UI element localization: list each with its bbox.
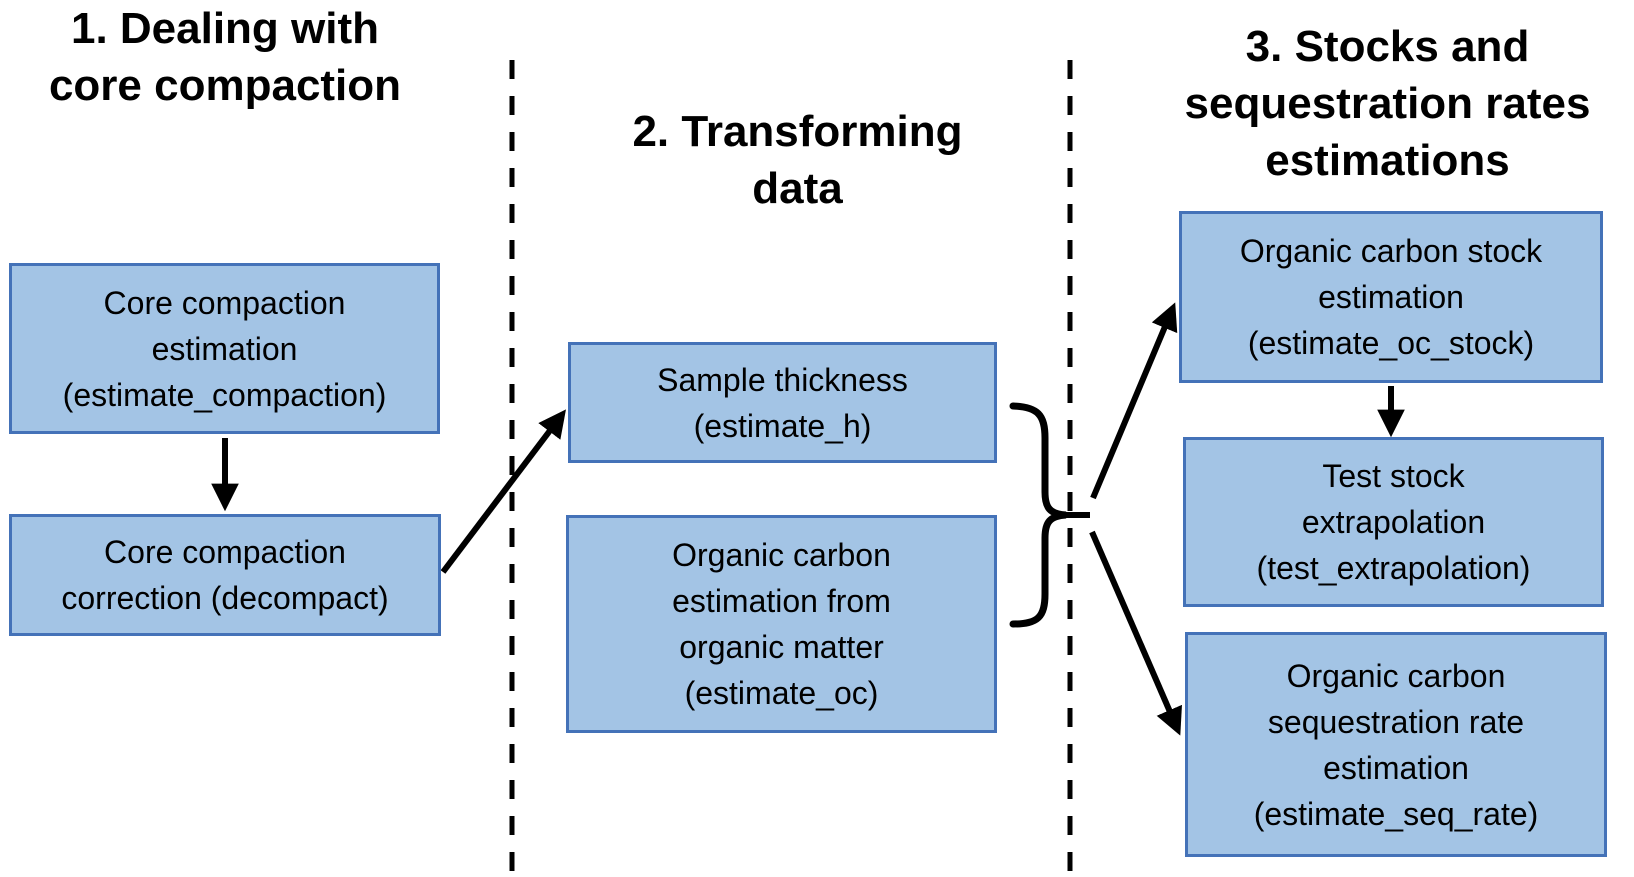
arrow-group-to-estimate-seq-rate: [1089, 530, 1182, 736]
node-estimate-h: Sample thickness (estimate_h): [568, 342, 997, 463]
brace-group-icon: [1009, 402, 1067, 628]
section-2-header: 2. Transforming data: [632, 107, 963, 213]
node-estimate-seq-rate: Organic carbon sequestration rate estima…: [1185, 632, 1607, 857]
arrow-group-to-estimate-oc-stock: [1090, 302, 1178, 500]
node-estimate-oc-stock: Organic carbon stock estimation (estimat…: [1179, 211, 1603, 383]
node-test-extrapolation: Test stock extrapolation (test_extrapola…: [1183, 437, 1604, 607]
section-1-header: 1. Dealing with core compaction: [48, 4, 402, 110]
node-estimate-compaction: Core compaction estimation (estimate_com…: [9, 263, 440, 434]
arrow-decompact-to-estimate-h: [440, 409, 566, 574]
section-3-header: 3. Stocks and sequestration rates estima…: [1184, 22, 1591, 185]
node-decompact: Core compaction correction (decompact): [9, 514, 441, 636]
node-estimate-oc: Organic carbon estimation from organic m…: [566, 515, 997, 733]
